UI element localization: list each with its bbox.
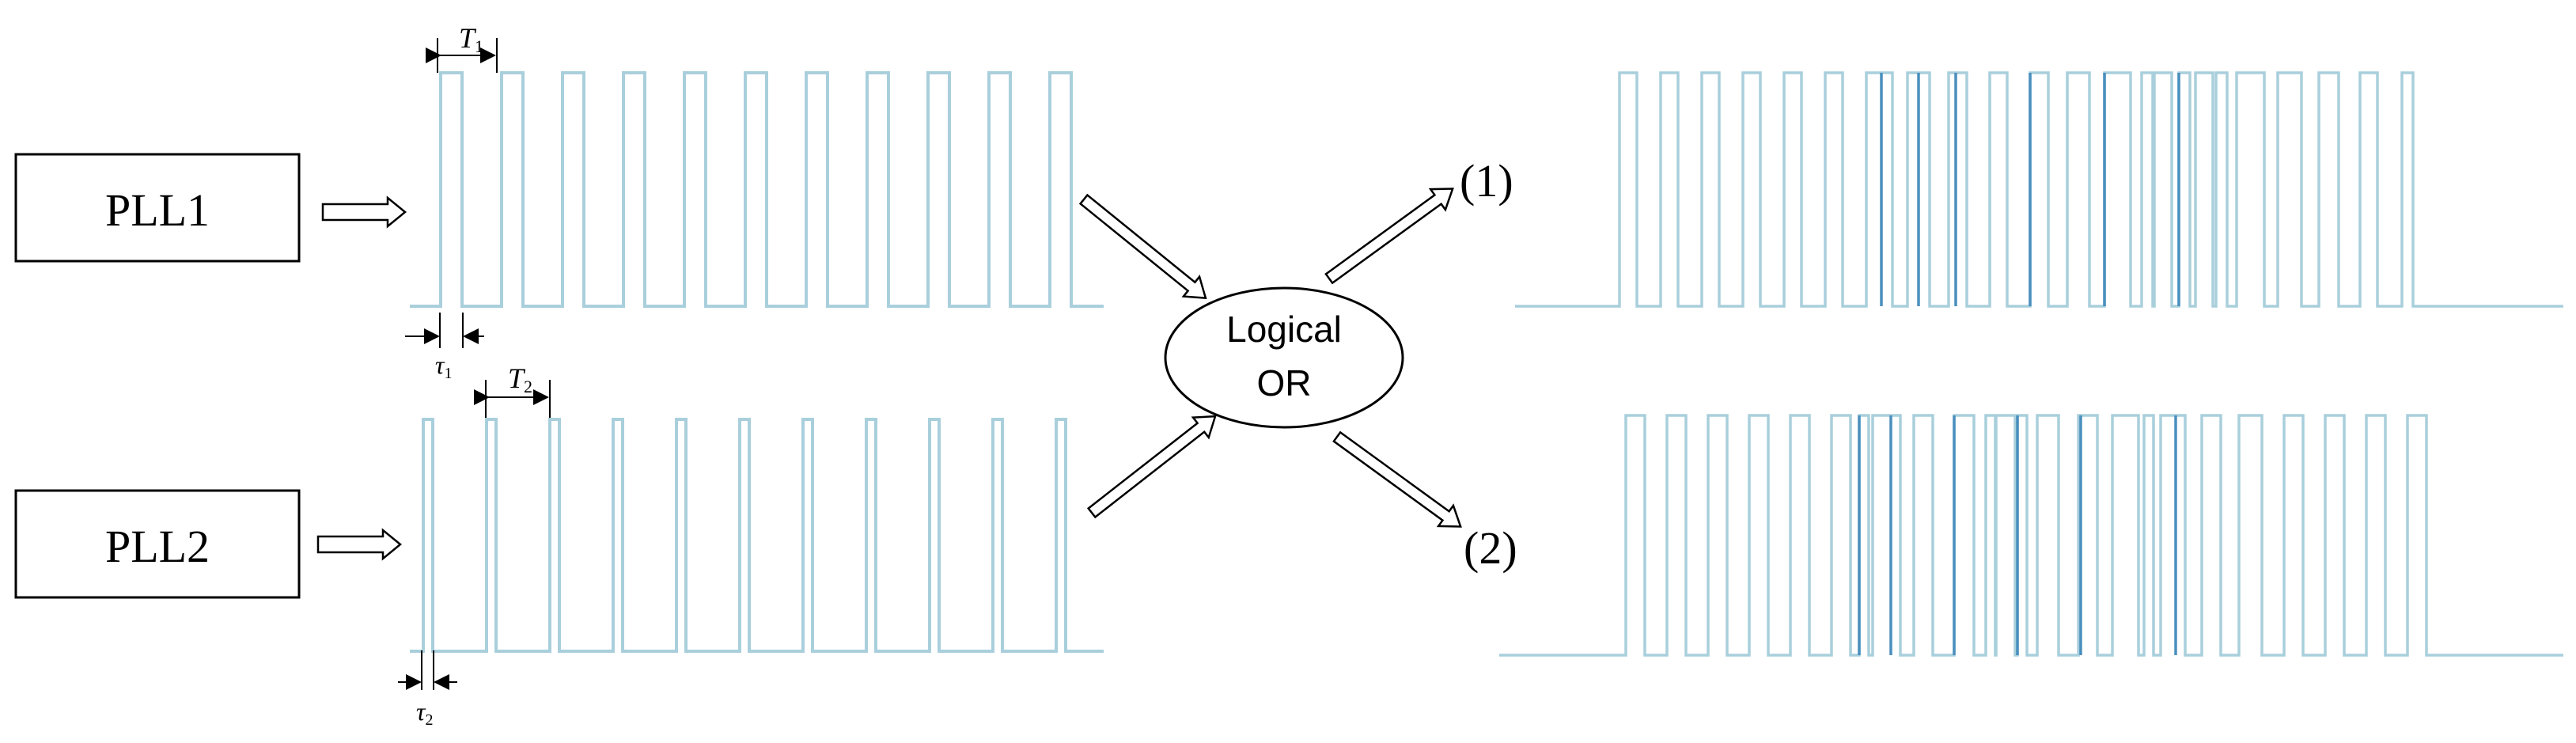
svg-text:T2: T2 bbox=[508, 362, 532, 396]
tau1-width-marker: τ1 bbox=[405, 313, 484, 382]
svg-text:τ1: τ1 bbox=[435, 351, 452, 382]
output-1-pulse-train bbox=[1515, 71, 2563, 308]
output-arrow-2 bbox=[1332, 430, 1462, 528]
pll2-label: PLL2 bbox=[105, 521, 210, 572]
logical-or-gate: Logical OR bbox=[1164, 286, 1404, 429]
t2-period-marker: T2 bbox=[474, 362, 551, 418]
input-arrow-bottom bbox=[1086, 415, 1217, 519]
t1-label: T bbox=[459, 22, 477, 54]
svg-text:τ2: τ2 bbox=[416, 697, 433, 729]
pll2-output-arrow bbox=[316, 528, 402, 561]
or-label: OR bbox=[1257, 362, 1312, 404]
pll2-block: PLL2 bbox=[14, 489, 301, 599]
output-2-pulse-train bbox=[1499, 414, 2563, 657]
tau2-label: τ bbox=[416, 697, 426, 726]
t2-label: T bbox=[508, 362, 526, 394]
input-arrow-top bbox=[1078, 193, 1207, 299]
t1-period-marker: T1 bbox=[426, 22, 498, 73]
pll1-output-arrow bbox=[321, 195, 407, 229]
output-2-label: (2) bbox=[1464, 522, 1517, 574]
pll2-pulse-train bbox=[410, 418, 1104, 653]
t1-sub: 1 bbox=[475, 36, 483, 56]
pll1-block: PLL1 bbox=[14, 153, 301, 263]
tau1-sub: 1 bbox=[444, 365, 452, 382]
logical-label: Logical bbox=[1226, 309, 1342, 350]
output-arrow-1 bbox=[1324, 188, 1454, 285]
tau2-width-marker: τ2 bbox=[398, 650, 457, 729]
tau1-label: τ bbox=[435, 351, 445, 379]
t2-sub: 2 bbox=[524, 377, 532, 396]
pll1-label: PLL1 bbox=[105, 184, 210, 236]
output-1-label: (1) bbox=[1460, 155, 1513, 207]
tau2-sub: 2 bbox=[425, 711, 433, 729]
pll1-pulse-train bbox=[410, 71, 1104, 308]
svg-text:T1: T1 bbox=[459, 22, 483, 56]
